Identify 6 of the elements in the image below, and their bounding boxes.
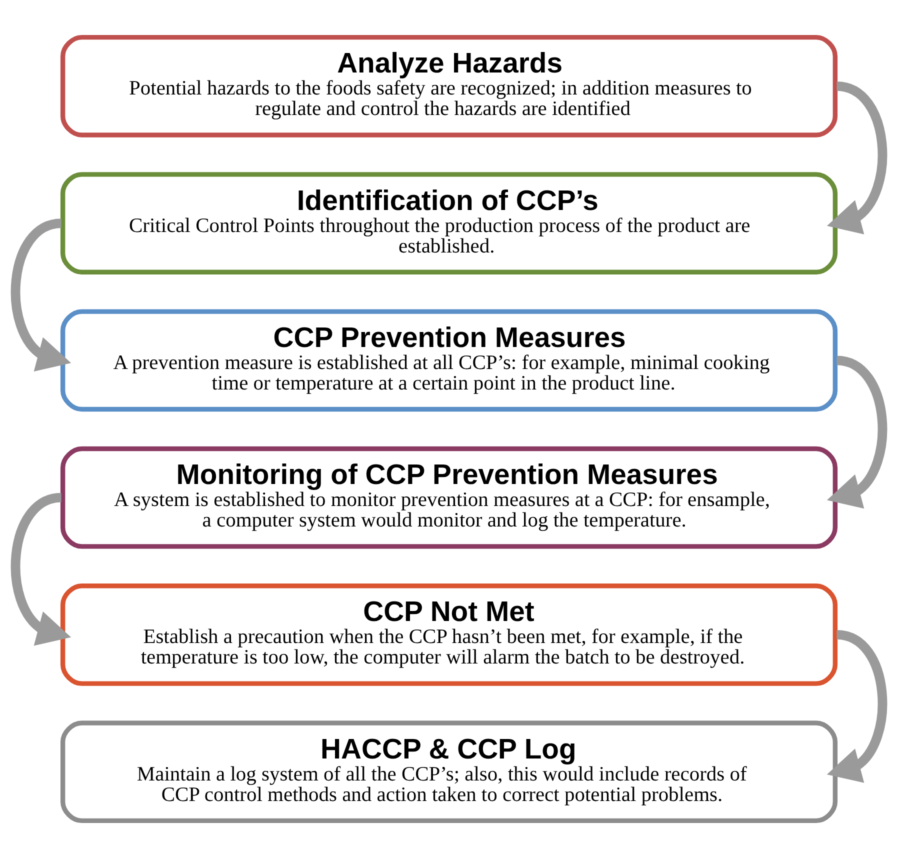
node-box: Identification of CCP’s Critical Control Points throughout the production process of the product are established.	[60, 172, 838, 274]
node-box: CCP Not Met Establish a precaution when the CCP hasn’t been met, for example, if the temperature is too low, the computer will alarm the batch to be destroyed.	[60, 582, 838, 686]
node-box: CCP Prevention Measures A prevention measure is established at all CCP’s: for example, minimal cooking time or temperature at a certain point in the product line.	[60, 308, 838, 412]
node-box: HACCP & CCP Log Maintain a log system of all the CCP’s; also, this would include records of CCP control methods and action taken to correct potential problems.	[60, 720, 838, 823]
node-box: Analyze Hazards Potential hazards to the foods safety are recognized; in addition measures to regulate and control the hazards are identified	[60, 34, 838, 137]
node-box: Monitoring of CCP Prevention Measures A system is established to monitor prevention measures at a CCP: for ensample, a computer system would monitor and log the temperature.	[60, 446, 838, 548]
